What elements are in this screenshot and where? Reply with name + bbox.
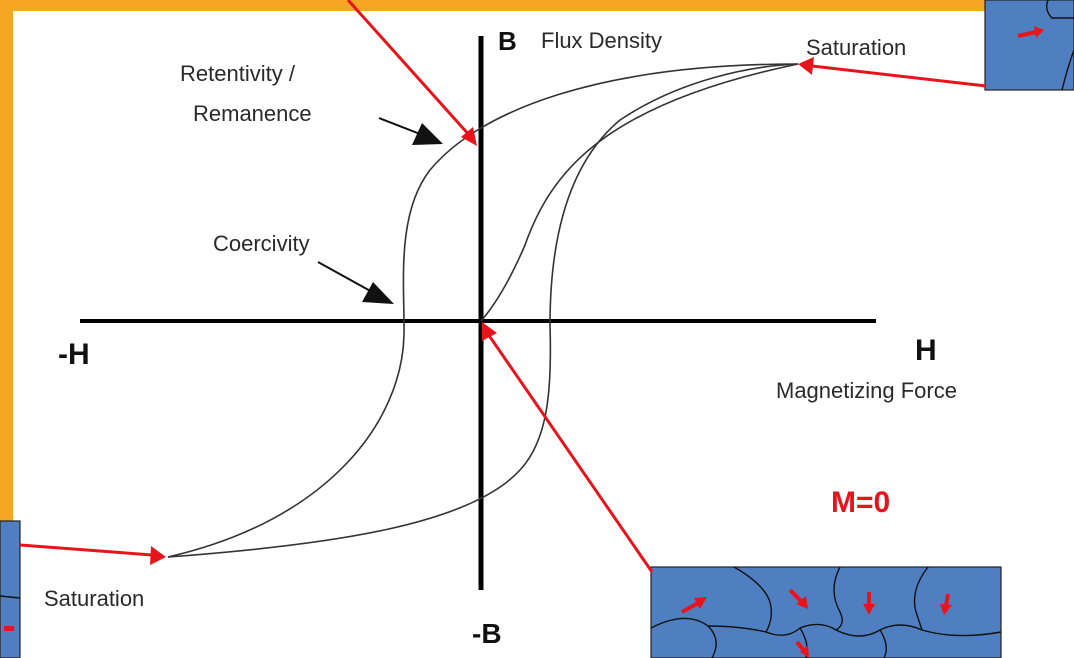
domain-arrow-icon <box>1017 26 1044 38</box>
domain-arrow-icon <box>863 592 875 615</box>
b-axis-label: B <box>498 26 517 56</box>
slide-frame-left <box>0 0 13 658</box>
pointer-arrow-icon <box>19 543 166 565</box>
coercivity-label: Coercivity <box>213 231 310 256</box>
domain-arrow-icon <box>4 626 14 631</box>
pointer-arrow-icon <box>482 322 654 573</box>
pointer-arrow-icon <box>346 0 477 146</box>
flux-density-label: Flux Density <box>541 28 662 53</box>
remanence-label: Remanence <box>193 101 312 126</box>
domain-arrow-icon <box>681 597 707 614</box>
saturation-bottom-label: Saturation <box>44 586 144 611</box>
domain-image-bottom-center <box>650 566 1002 658</box>
domain-arrow-icon <box>795 640 809 658</box>
retentivity-label: Retentivity / <box>180 61 296 86</box>
magnetizing-force-label: Magnetizing Force <box>776 378 957 403</box>
saturation-top-label: Saturation <box>806 35 906 60</box>
neg-b-label: -B <box>472 618 502 649</box>
initial-magnetization-curve <box>480 63 799 322</box>
domain-image-bottom-left <box>0 520 21 658</box>
lower-branch-curve <box>167 63 799 558</box>
pointer-arrow-icon <box>378 117 443 145</box>
h-axis-label: H <box>915 334 937 367</box>
pointer-arrow-icon <box>317 261 394 304</box>
slide-frame-top <box>0 0 1074 11</box>
pointer-arrow-icon <box>798 57 987 88</box>
upper-branch-curve <box>167 63 799 558</box>
m-zero-label: M=0 <box>831 486 890 519</box>
hysteresis-curves <box>167 63 799 558</box>
domain-arrow-icon <box>788 588 808 609</box>
neg-h-label: -H <box>58 338 90 371</box>
domain-arrow-icon <box>940 593 952 615</box>
domain-image-top-right <box>984 0 1074 91</box>
